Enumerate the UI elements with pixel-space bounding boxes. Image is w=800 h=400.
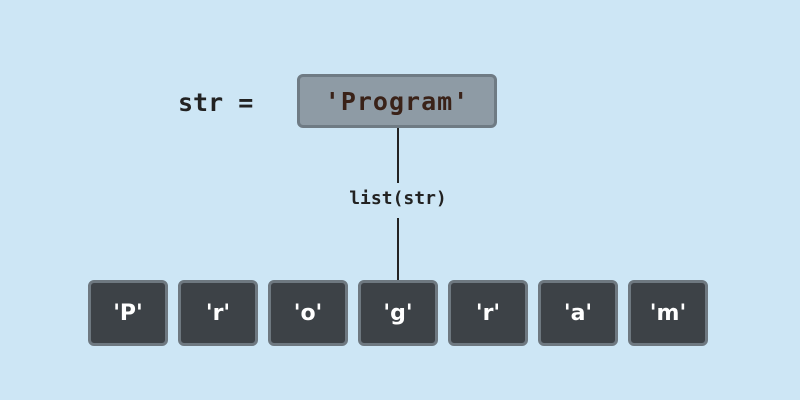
list-item: 'r'	[178, 280, 258, 346]
list-item: 'r'	[448, 280, 528, 346]
list-item: 'o'	[268, 280, 348, 346]
connector-line-bottom	[397, 218, 399, 280]
list-item: 'a'	[538, 280, 618, 346]
variable-assignment-label: str =	[178, 88, 254, 117]
list-item: 'g'	[358, 280, 438, 346]
connector-line-top	[397, 128, 399, 183]
string-value-box: 'Program'	[297, 74, 497, 128]
list-item: 'P'	[88, 280, 168, 346]
list-item: 'm'	[628, 280, 708, 346]
list-function-label: list(str)	[349, 188, 447, 209]
